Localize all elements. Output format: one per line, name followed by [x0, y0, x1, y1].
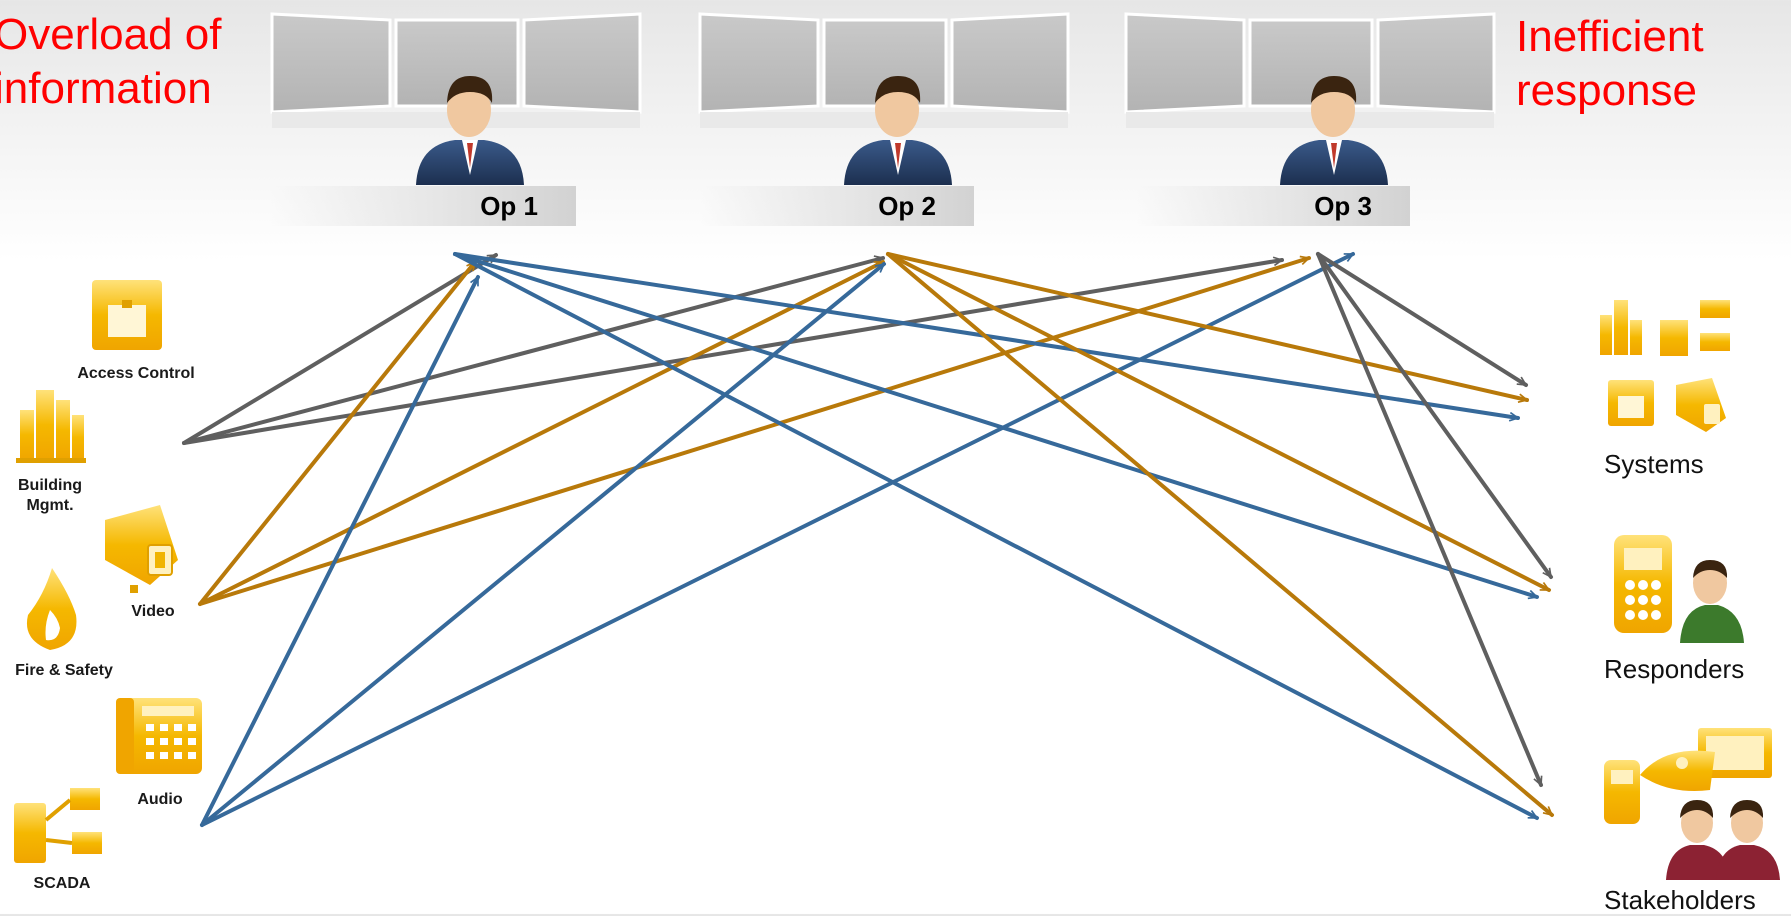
source-label-access-control: Access Control [77, 365, 195, 382]
arrow-op2-to-stakeholders [886, 252, 1554, 817]
source-label-audio: Audio [137, 791, 183, 808]
stakeholders-icon-group [1604, 728, 1780, 880]
arrow-building-to-op1 [182, 253, 498, 445]
source-label-scada: SCADA [33, 875, 91, 892]
scada-network-icon [1660, 300, 1730, 356]
arrow-audio-to-op1 [200, 275, 480, 827]
source-label-video: Video [131, 603, 175, 620]
arrow-video-to-op2 [198, 260, 885, 606]
monitor-wall-icon [1124, 12, 1496, 128]
operator-station-2 [698, 12, 1070, 185]
scada-network-icon [14, 788, 102, 863]
operator-person-icon [416, 76, 524, 185]
source-label-building-mgmt: Building Mgmt. [18, 477, 82, 514]
mobile-phone-icon [1614, 535, 1672, 633]
police-cap-icon [1640, 750, 1715, 791]
systems-icon-group [1600, 300, 1730, 432]
operator-label-op1: Op 1 [270, 186, 576, 226]
arrow-op1-to-stakeholders [453, 252, 1539, 820]
building-icon [16, 390, 86, 463]
arrow-op2-to-responders [886, 252, 1551, 592]
telephone-icon [116, 698, 202, 774]
arrow-audio-to-op2 [200, 262, 886, 827]
arrow-audio-to-op3 [200, 252, 1355, 827]
operator-person-icon [1280, 76, 1388, 185]
arrow-op3-to-systems [1316, 252, 1528, 387]
arrow-op3-to-responders [1316, 252, 1553, 579]
video-camera-icon [105, 505, 178, 593]
stakeholder-person-icon [1666, 800, 1730, 880]
operator-person-icon [844, 76, 952, 185]
stakeholder-person-icon [1716, 800, 1780, 880]
destination-label-stakeholders: Stakeholders [1604, 885, 1756, 915]
operator-label-op2: Op 2 [700, 186, 974, 226]
access-control-icon [92, 280, 162, 350]
fire-icon [26, 568, 77, 650]
headline-overload: Overload of information [0, 10, 222, 113]
operator-station-1 [270, 12, 642, 185]
operator-label-op3: Op 3 [1136, 186, 1410, 226]
operator-station-3 [1124, 12, 1496, 185]
responders-icon-group [1614, 535, 1744, 643]
building-icon [1600, 300, 1642, 355]
responder-person-icon [1680, 560, 1744, 643]
arrow-video-to-op3 [198, 258, 1311, 606]
flow-arrows [182, 252, 1554, 827]
arrow-op2-to-systems [886, 252, 1529, 400]
destination-label-responders: Responders [1604, 654, 1745, 684]
monitor-icon [1698, 728, 1772, 778]
arrow-building-to-op2 [182, 258, 885, 445]
arrow-building-to-op3 [182, 260, 1284, 445]
arrow-op1-to-responders [453, 252, 1539, 597]
arrow-op3-to-stakeholders [1316, 252, 1543, 787]
source-label-fire-safety: Fire & Safety [15, 662, 113, 679]
headline-inefficient: Inefficient response [1516, 12, 1704, 115]
video-camera-icon [1676, 378, 1726, 432]
mobile-phone-icon [1604, 760, 1640, 824]
arrow-video-to-op1 [198, 260, 477, 606]
destination-label-systems: Systems [1604, 449, 1704, 479]
access-control-icon [1608, 380, 1654, 426]
